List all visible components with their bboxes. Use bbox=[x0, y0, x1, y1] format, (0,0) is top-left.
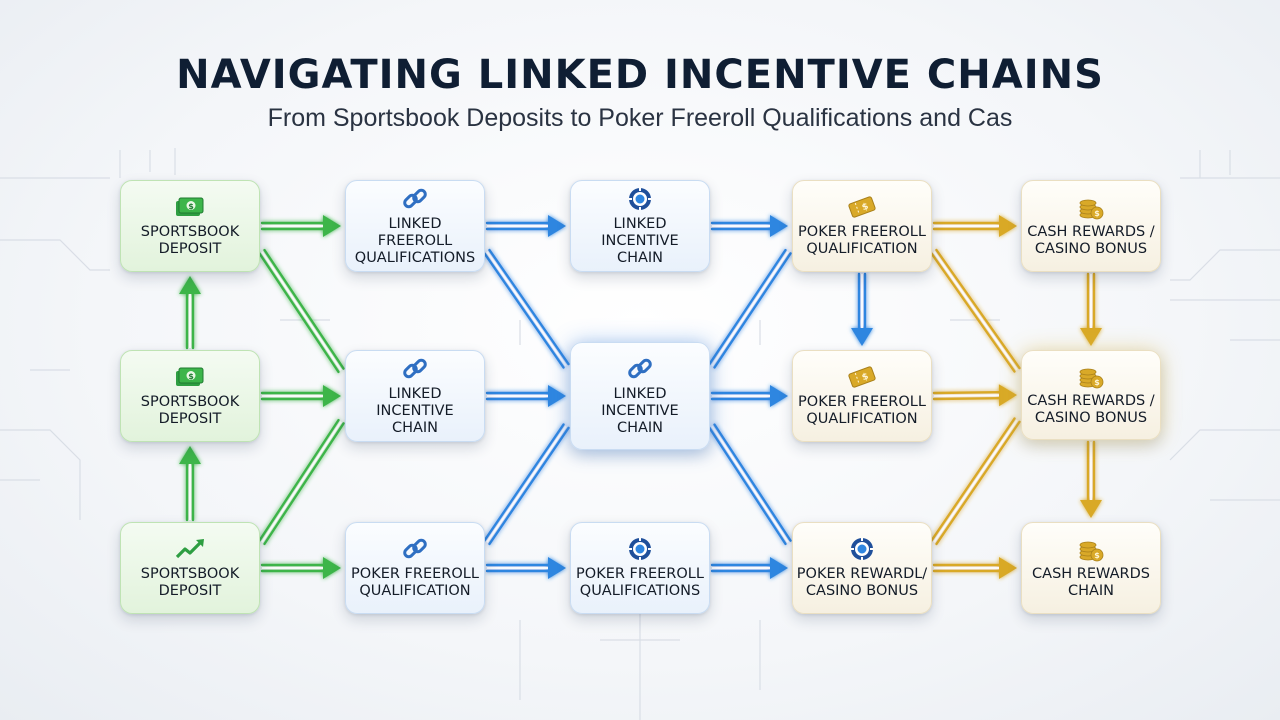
edge-c1r1-c2r2 bbox=[258, 248, 345, 374]
node-c1r3: SPORTSBOOK DEPOSIT bbox=[120, 522, 260, 614]
svg-text:$: $ bbox=[1094, 378, 1100, 387]
coins-icon: $ bbox=[1075, 536, 1107, 562]
link-icon bbox=[399, 356, 431, 382]
node-label: POKER FREEROLL QUALIFICATION bbox=[351, 566, 479, 599]
svg-text:$: $ bbox=[188, 202, 194, 211]
node-c2r2: LINKED INCENTIVE CHAIN bbox=[345, 350, 485, 442]
edge-c5r2-c5r3 bbox=[1080, 440, 1102, 518]
coins-icon: $ bbox=[1075, 194, 1107, 220]
node-label: CASH REWARDS / CASINO BONUS bbox=[1027, 224, 1155, 257]
edge-c3r2-c4r1 bbox=[708, 248, 792, 369]
page-title: NAVIGATING LINKED INCENTIVE CHAINS bbox=[176, 52, 1104, 98]
node-label: SPORTSBOOK DEPOSIT bbox=[140, 566, 240, 599]
node-label: SPORTSBOOK DEPOSIT bbox=[140, 224, 240, 257]
edge-c4r2-c5r2 bbox=[932, 384, 1017, 407]
edge-c5r1-c5r2 bbox=[1080, 272, 1102, 346]
edge-c4r3-c5r3 bbox=[932, 557, 1017, 579]
node-c3r2: LINKED INCENTIVE CHAIN bbox=[570, 342, 710, 450]
node-c2r3: POKER FREEROLL QUALIFICATION bbox=[345, 522, 485, 614]
edge-c4r1-c5r2 bbox=[930, 248, 1021, 373]
svg-text:$: $ bbox=[861, 372, 870, 384]
node-c5r1: $ CASH REWARDS / CASINO BONUS bbox=[1021, 180, 1161, 272]
node-c1r1: $ SPORTSBOOK DEPOSIT bbox=[120, 180, 260, 272]
edge-c4r1-c4r2 bbox=[851, 272, 873, 346]
node-c2r1: LINKED FREEROLL QUALIFICATIONS bbox=[345, 180, 485, 272]
edge-c2r1-c3r2 bbox=[483, 248, 570, 369]
node-c5r3: $ CASH REWARDS CHAIN bbox=[1021, 522, 1161, 614]
edge-c3r1-c4r1 bbox=[710, 215, 788, 237]
poker-chip-icon bbox=[624, 536, 656, 562]
node-label: CASH REWARDS CHAIN bbox=[1032, 566, 1150, 599]
edge-c1r2-c1r1 bbox=[179, 276, 201, 350]
svg-text:$: $ bbox=[861, 202, 870, 214]
node-label: LINKED INCENTIVE CHAIN bbox=[601, 215, 679, 266]
link-icon bbox=[399, 186, 431, 212]
svg-text:$: $ bbox=[1094, 551, 1100, 560]
edge-c3r2-c4r2 bbox=[710, 385, 788, 407]
edge-c3r3-c4r3 bbox=[710, 557, 788, 579]
svg-text:$: $ bbox=[1094, 209, 1100, 218]
edge-c3r2-c4r3 bbox=[708, 423, 792, 546]
edge-c4r3-c5r2 bbox=[930, 417, 1021, 546]
ticket-icon: $ bbox=[846, 194, 878, 220]
node-label: SPORTSBOOK DEPOSIT bbox=[140, 394, 240, 427]
ticket-icon: $ bbox=[846, 364, 878, 390]
node-label: POKER FREEROLL QUALIFICATION bbox=[798, 394, 926, 427]
node-c3r1: LINKED INCENTIVE CHAIN bbox=[570, 180, 710, 272]
edge-c2r3-c3r3 bbox=[485, 557, 566, 579]
page-subtitle: From Sportsbook Deposits to Poker Freero… bbox=[267, 104, 1013, 132]
node-label: POKER FREEROLL QUALIFICATION bbox=[798, 224, 926, 257]
node-c4r3: POKER REWARDL/ CASINO BONUS bbox=[792, 522, 932, 614]
node-c1r2: $ SPORTSBOOK DEPOSIT bbox=[120, 350, 260, 442]
node-label: LINKED INCENTIVE CHAIN bbox=[376, 385, 454, 436]
node-c5r2: $ CASH REWARDS / CASINO BONUS bbox=[1021, 350, 1161, 440]
money-icon: $ bbox=[174, 194, 206, 220]
edge-c1r3-c2r3 bbox=[260, 557, 341, 579]
edge-c2r1-c3r1 bbox=[485, 215, 566, 237]
edge-c4r1-c5r1 bbox=[932, 215, 1017, 237]
coins-icon: $ bbox=[1075, 363, 1107, 389]
node-label: CASH REWARDS / CASINO BONUS bbox=[1027, 393, 1155, 426]
node-label: POKER REWARDL/ CASINO BONUS bbox=[796, 566, 928, 599]
edge-c1r2-c2r2 bbox=[260, 385, 341, 407]
svg-text:$: $ bbox=[188, 372, 194, 381]
node-c3r3: POKER FREEROLL QUALIFICATIONS bbox=[570, 522, 710, 614]
edge-c1r1-c2r1 bbox=[260, 215, 341, 237]
node-c4r2: $ POKER FREEROLL QUALIFICATION bbox=[792, 350, 932, 442]
node-label: LINKED FREEROLL QUALIFICATIONS bbox=[354, 215, 476, 266]
edge-c1r3-c2r2 bbox=[258, 418, 345, 546]
edge-c1r3-c1r2 bbox=[179, 446, 201, 522]
poker-chip-icon bbox=[846, 536, 878, 562]
poker-chip-icon bbox=[624, 186, 656, 212]
edge-c2r2-c3r2 bbox=[485, 385, 566, 407]
trend-up-icon bbox=[174, 536, 206, 562]
edge-c2r3-c3r2 bbox=[483, 423, 570, 546]
node-label: LINKED INCENTIVE CHAIN bbox=[601, 385, 679, 436]
money-icon: $ bbox=[174, 364, 206, 390]
node-c4r1: $ POKER FREEROLL QUALIFICATION bbox=[792, 180, 932, 272]
link-icon bbox=[624, 356, 656, 382]
node-label: POKER FREEROLL QUALIFICATIONS bbox=[576, 566, 704, 599]
link-icon bbox=[399, 536, 431, 562]
